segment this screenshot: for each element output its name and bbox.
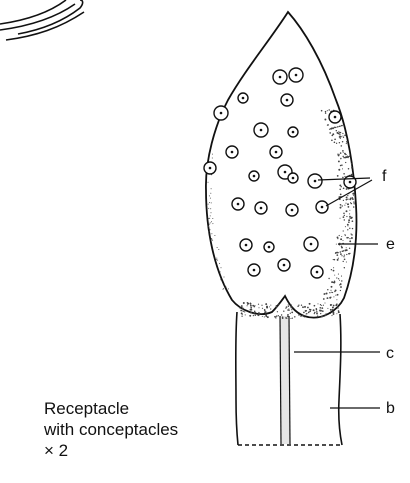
caption-line-2: with conceptacles bbox=[44, 419, 178, 440]
label-c: c bbox=[386, 345, 394, 362]
conceptacle-ostiole bbox=[275, 151, 278, 154]
conceptacle-ostiole bbox=[316, 271, 319, 274]
conceptacle-ostiole bbox=[242, 97, 245, 100]
conceptacle-ostiole bbox=[321, 206, 324, 209]
conceptacle-ostiole bbox=[310, 243, 313, 246]
label-f: f bbox=[382, 168, 387, 185]
receptacle-outline bbox=[206, 12, 357, 318]
conceptacle-ostiole bbox=[291, 209, 294, 212]
conceptacle-ostiole bbox=[209, 167, 212, 170]
conceptacle-ostiole bbox=[292, 131, 295, 134]
label-b: b bbox=[386, 400, 395, 417]
conceptacle-ostiole bbox=[286, 99, 289, 102]
conceptacle-ostiole bbox=[253, 175, 256, 178]
conceptacle-ostiole bbox=[349, 181, 352, 184]
label-e: e bbox=[386, 236, 395, 253]
conceptacle-ostiole bbox=[220, 112, 223, 115]
thallus-fragment-sketch bbox=[0, 0, 84, 40]
conceptacle-ostiole bbox=[283, 264, 286, 267]
conceptacle-ostiole bbox=[260, 129, 263, 132]
conceptacle-ostiole bbox=[268, 246, 271, 249]
conceptacle-ostiole bbox=[237, 203, 240, 206]
conceptacle-ostiole bbox=[334, 116, 337, 119]
conceptacle-ostiole bbox=[292, 177, 295, 180]
conceptacle-ostiole bbox=[245, 244, 248, 247]
caption-line-3: × 2 bbox=[44, 440, 178, 461]
conceptacle-ostiole bbox=[253, 269, 256, 272]
midrib bbox=[280, 316, 290, 444]
conceptacle-ostiole bbox=[231, 151, 234, 154]
conceptacle-ostiole bbox=[284, 171, 287, 174]
conceptacle-ostiole bbox=[260, 207, 263, 210]
conceptacle-ostiole bbox=[314, 180, 317, 183]
figure-caption: Receptacle with conceptacles × 2 bbox=[44, 398, 178, 461]
conceptacle-ostiole bbox=[295, 74, 298, 77]
caption-line-1: Receptacle bbox=[44, 398, 178, 419]
conceptacle-ostiole bbox=[279, 76, 282, 79]
